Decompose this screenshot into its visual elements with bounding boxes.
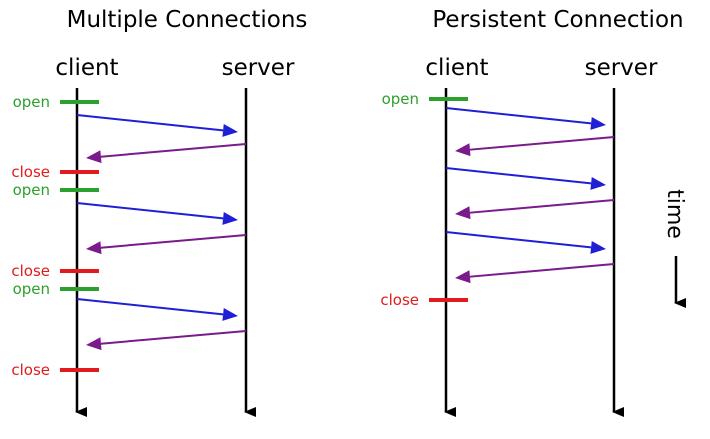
left-request-line-3	[76, 298, 224, 316]
right-response-arrow-1	[455, 136, 615, 157]
right-request-line-1	[445, 107, 592, 125]
time-label: time	[662, 189, 687, 239]
left-close-label-3: close	[11, 361, 50, 379]
right-response-line-1	[469, 136, 615, 151]
left-response-line-1	[100, 143, 247, 158]
right-server-label: server	[585, 55, 658, 81]
left-client-label: client	[55, 55, 118, 81]
right-request-arrow-3	[445, 231, 606, 254]
right-request-arrow-2	[445, 167, 606, 190]
left-server-label: server	[222, 55, 295, 81]
left-response-line-3	[100, 330, 247, 345]
right-request-line-3	[445, 231, 592, 249]
right-request-arrowhead-1	[590, 116, 606, 130]
right-request-arrowhead-2	[590, 176, 606, 190]
right-client-label: client	[425, 55, 488, 81]
right-close-label-1: close	[380, 291, 419, 309]
right-response-arrow-2	[455, 199, 615, 220]
left-request-arrow-2	[76, 202, 238, 225]
timelines	[75, 88, 624, 417]
left-request-arrowhead-1	[222, 123, 238, 137]
time-indicator: time	[662, 189, 687, 308]
left-close-label-1: close	[11, 163, 50, 181]
left-request-arrowhead-3	[222, 307, 238, 321]
left-response-line-2	[100, 234, 247, 249]
right-panel-title: Persistent Connection	[432, 7, 683, 33]
right-response-arrowhead-1	[455, 143, 471, 157]
left-response-arrow-1	[86, 143, 247, 164]
right-response-arrow-3	[455, 263, 615, 284]
right-request-arrowhead-3	[590, 240, 606, 254]
left-request-arrow-1	[76, 114, 238, 137]
right-response-line-3	[469, 263, 615, 278]
left-response-arrowhead-2	[86, 241, 102, 255]
left-request-arrow-3	[76, 298, 238, 321]
right-request-line-2	[445, 167, 592, 185]
right-request-arrow-1	[445, 107, 606, 130]
left-request-arrowhead-2	[222, 211, 238, 225]
left-close-label-2: close	[11, 262, 50, 280]
right-open-label-1: open	[382, 90, 419, 108]
right-response-arrowhead-3	[455, 270, 471, 284]
left-panel-title: Multiple Connections	[67, 7, 308, 33]
left-response-arrow-3	[86, 330, 247, 351]
right-response-line-2	[469, 199, 615, 214]
left-request-line-2	[76, 202, 224, 220]
left-open-label-2: open	[13, 181, 50, 199]
left-response-arrowhead-3	[86, 337, 102, 351]
left-open-label-1: open	[13, 93, 50, 111]
right-response-arrowhead-2	[455, 206, 471, 220]
left-response-arrowhead-1	[86, 150, 102, 164]
left-open-label-3: open	[13, 280, 50, 298]
right-panel-events: open close	[380, 90, 615, 309]
left-response-arrow-2	[86, 234, 247, 255]
left-request-line-1	[76, 114, 224, 132]
